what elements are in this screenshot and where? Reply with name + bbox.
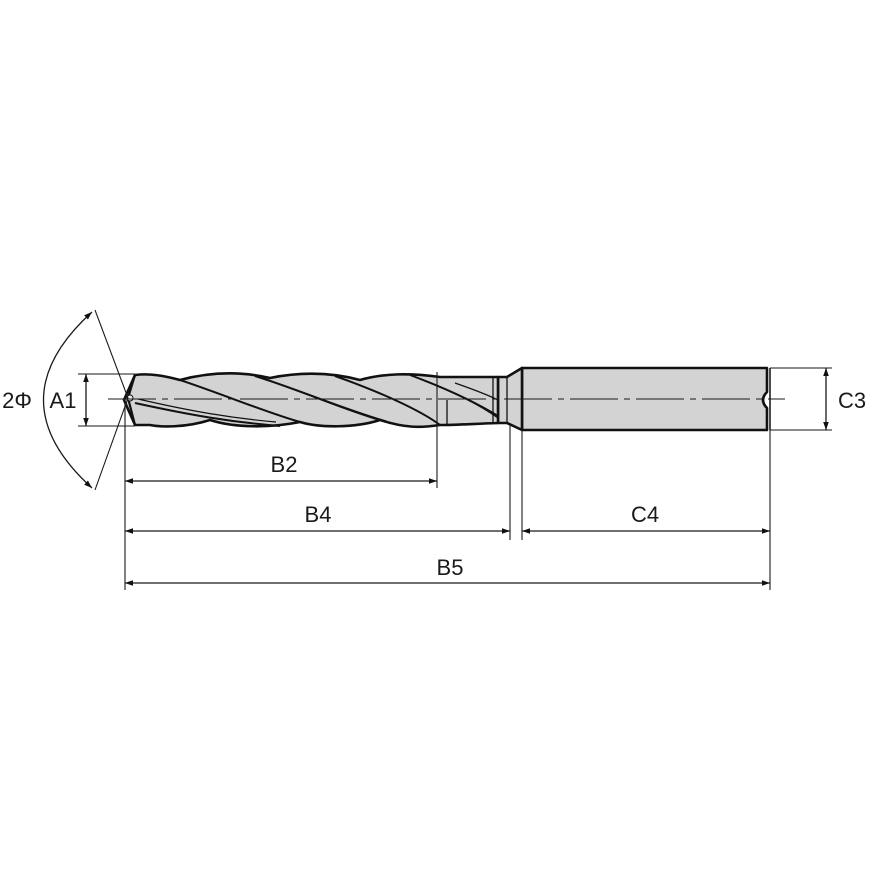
- label-c3: C3: [838, 388, 866, 413]
- flute-edge: [334, 375, 441, 426]
- extension-lines: [78, 309, 832, 590]
- fluted-section: [122, 372, 500, 429]
- flute-edge: [134, 402, 281, 427]
- flute-edge: [179, 379, 301, 423]
- label-a1: A1: [50, 388, 77, 413]
- dimension-labels: 2Φ A1 B2 B4 C4 B5 C3: [2, 388, 866, 580]
- label-c4: C4: [631, 502, 659, 527]
- label-b4: B4: [305, 502, 332, 527]
- label-b2: B2: [271, 452, 298, 477]
- dimension-lines: [42, 311, 829, 586]
- flute-edge: [137, 398, 277, 423]
- flute-edge: [261, 377, 387, 422]
- label-point-angle: 2Φ: [2, 388, 32, 413]
- label-b5: B5: [437, 555, 464, 580]
- dim-point-angle-arc: [42, 311, 93, 489]
- flute-edge: [417, 377, 499, 419]
